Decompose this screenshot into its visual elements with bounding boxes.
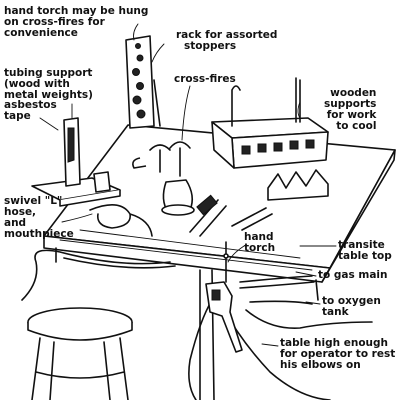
label-tubing-support: tubing support (wood with metal weights) — [4, 67, 93, 101]
label-hand-torch-hung: hand torch may be hung on cross-fires fo… — [4, 5, 149, 39]
label-transite: transite table top — [338, 239, 392, 262]
stool-legs — [31, 337, 129, 400]
label-gas-main: to gas main — [318, 269, 388, 281]
label-rack-stoppers: rack for assorted stoppers — [176, 29, 278, 52]
label-swivel-hose: swivel "L" hose, and mouthpiece — [4, 195, 74, 240]
support-holes — [241, 139, 315, 155]
label-asbestos-tape: asbestos tape — [4, 99, 57, 122]
swivel-hose-coil — [89, 204, 153, 237]
label-table-high: table high enough for operator to rest h… — [280, 337, 396, 371]
glass-tubes — [231, 77, 301, 127]
zigzag-support — [267, 169, 329, 201]
label-hand-torch: hand torch — [244, 231, 276, 254]
gas-hose — [21, 249, 176, 301]
label-oxygen-tank: to oxygen tank — [322, 295, 381, 318]
table-leg — [55, 247, 319, 301]
stopper-holes — [132, 43, 146, 119]
table-side-edge — [321, 149, 396, 283]
hose-to-oxygen-tank — [245, 300, 373, 329]
tools — [189, 199, 273, 237]
hand-torch-body — [205, 281, 243, 353]
label-wooden-supports: wooden supports for work to cool — [324, 87, 377, 132]
label-cross-fires: cross-fires — [174, 73, 236, 85]
leader-lines — [39, 23, 337, 347]
cross-fires — [149, 141, 191, 177]
hose-to-gas-main — [239, 275, 315, 289]
